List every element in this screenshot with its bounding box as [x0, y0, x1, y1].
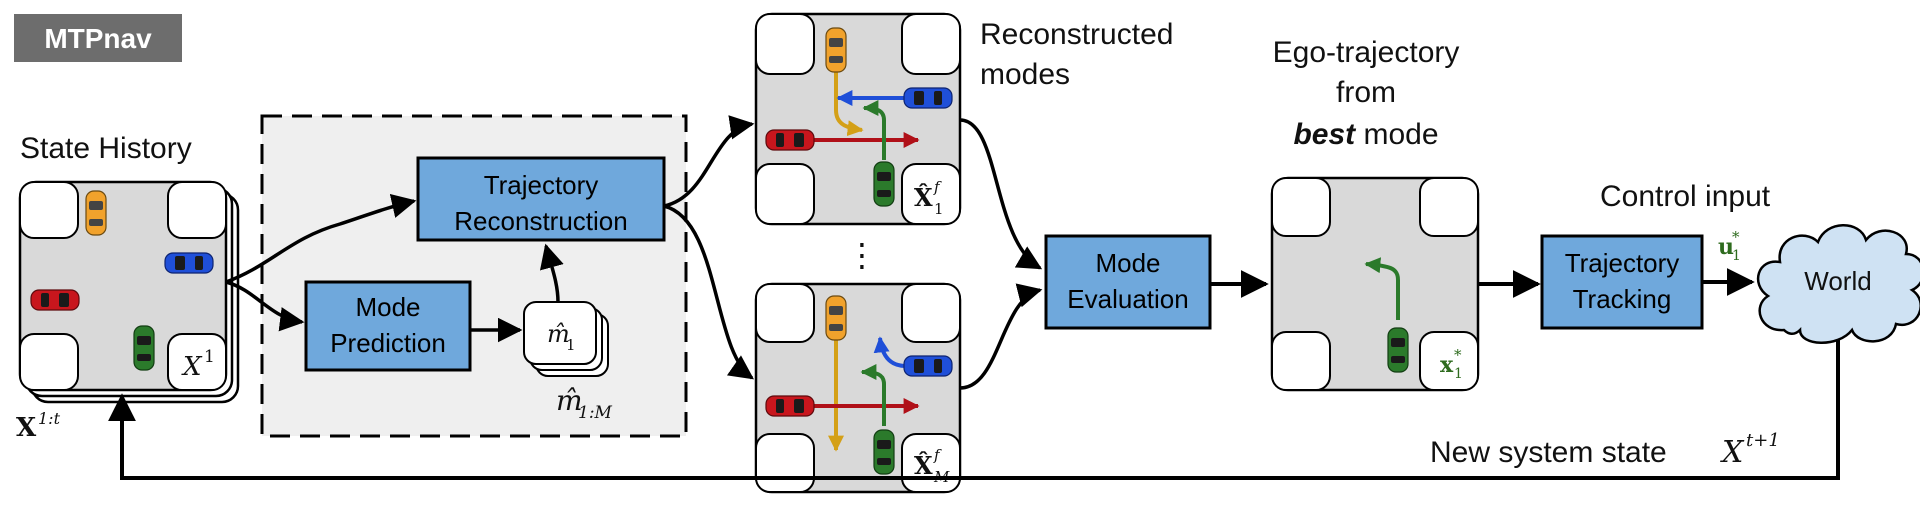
svg-text:Trajectory: Trajectory	[484, 170, 599, 200]
svg-text:1:M: 1:M	[578, 403, 613, 423]
new-state-label: New system state	[1430, 436, 1667, 469]
svg-text:Tracking: Tracking	[1573, 284, 1672, 314]
svg-text:X̂: X̂	[914, 183, 933, 212]
arrow-to-mode-1	[663, 115, 755, 208]
arrow-mode-to-reconstruction	[539, 243, 564, 303]
x1-sup: 1	[204, 347, 215, 367]
svg-text:f: f	[933, 178, 942, 196]
history-math-label: X 1:t	[16, 409, 61, 443]
svg-text:Prediction: Prediction	[330, 328, 446, 358]
control-input-label: Control input	[1600, 180, 1771, 213]
svg-text:u: u	[1718, 234, 1734, 260]
mtpnav-badge: MTPnav	[14, 14, 182, 62]
arrow-mode1-to-eval	[959, 118, 1043, 270]
new-state-math: X t+1	[1720, 430, 1780, 470]
svg-text:Evaluation: Evaluation	[1067, 284, 1188, 314]
trajectory-reconstruction-block: Trajectory Reconstruction	[416, 156, 666, 242]
svg-text:1:t: 1:t	[38, 409, 61, 428]
car-yellow-icon	[85, 190, 107, 236]
arrow-history-to-reconstruction	[225, 193, 417, 284]
arrow-to-mode-m	[663, 204, 755, 380]
arrow-modem-to-eval	[959, 283, 1043, 390]
reconstructed-mode-1-panel: X̂ f 1	[754, 12, 962, 226]
reconstructed-modes-label-2: modes	[980, 58, 1070, 91]
trajectory-tracking-block: Trajectory Tracking	[1540, 234, 1704, 330]
arrow-history-to-prediction	[225, 280, 305, 332]
state-history-panel: X 1	[18, 180, 240, 404]
svg-text:X: X	[1720, 435, 1745, 470]
mode-evaluation-block: Mode Evaluation	[1044, 234, 1212, 330]
world-cloud: World	[1756, 224, 1920, 344]
svg-text:*: *	[1454, 346, 1462, 364]
svg-text:t+1: t+1	[1746, 430, 1780, 451]
ellipsis: ⋮	[846, 237, 878, 273]
mode-prediction-block: Mode Prediction	[304, 280, 472, 372]
svg-text:1: 1	[1454, 366, 1463, 382]
feedback-arrow	[108, 340, 1840, 480]
m1M-label: m̂ 1:M	[556, 384, 613, 423]
svg-text:Trajectory: Trajectory	[1565, 248, 1680, 278]
u-star-label: u * 1	[1718, 228, 1741, 264]
svg-text:f: f	[933, 446, 942, 464]
world-label: World	[1804, 266, 1871, 296]
svg-text:1: 1	[934, 200, 944, 218]
svg-text:1: 1	[566, 336, 576, 354]
ego-trajectory-panel: x * 1	[1270, 176, 1480, 392]
reconstructed-mode-m-panel: X̂ f M	[754, 282, 962, 494]
svg-text:m̂: m̂	[547, 320, 570, 348]
svg-text:*: *	[1732, 228, 1740, 246]
reconstructed-modes-label-1: Reconstructed	[980, 18, 1173, 51]
mode-stack: m̂ 1	[523, 301, 609, 377]
svg-text:m̂: m̂	[556, 384, 583, 417]
ego-label-1: Ego-trajectory	[1273, 36, 1460, 69]
svg-text:1: 1	[1732, 248, 1741, 264]
ego-label-2: from	[1336, 76, 1396, 109]
car-green-icon	[133, 325, 155, 371]
state-history-label: State History	[20, 132, 192, 165]
badge-text: MTPnav	[44, 23, 152, 54]
svg-text:Mode: Mode	[1095, 248, 1160, 278]
x1-label: X	[181, 352, 203, 382]
ego-label-3: best mode	[1293, 118, 1438, 151]
svg-text:X̂: X̂	[914, 451, 933, 480]
svg-text:Mode: Mode	[355, 292, 420, 322]
svg-text:X: X	[16, 413, 37, 443]
car-red-icon	[30, 289, 80, 311]
svg-text:x: x	[1440, 352, 1454, 378]
car-blue-icon	[164, 252, 214, 274]
svg-text:Reconstruction: Reconstruction	[454, 206, 627, 236]
